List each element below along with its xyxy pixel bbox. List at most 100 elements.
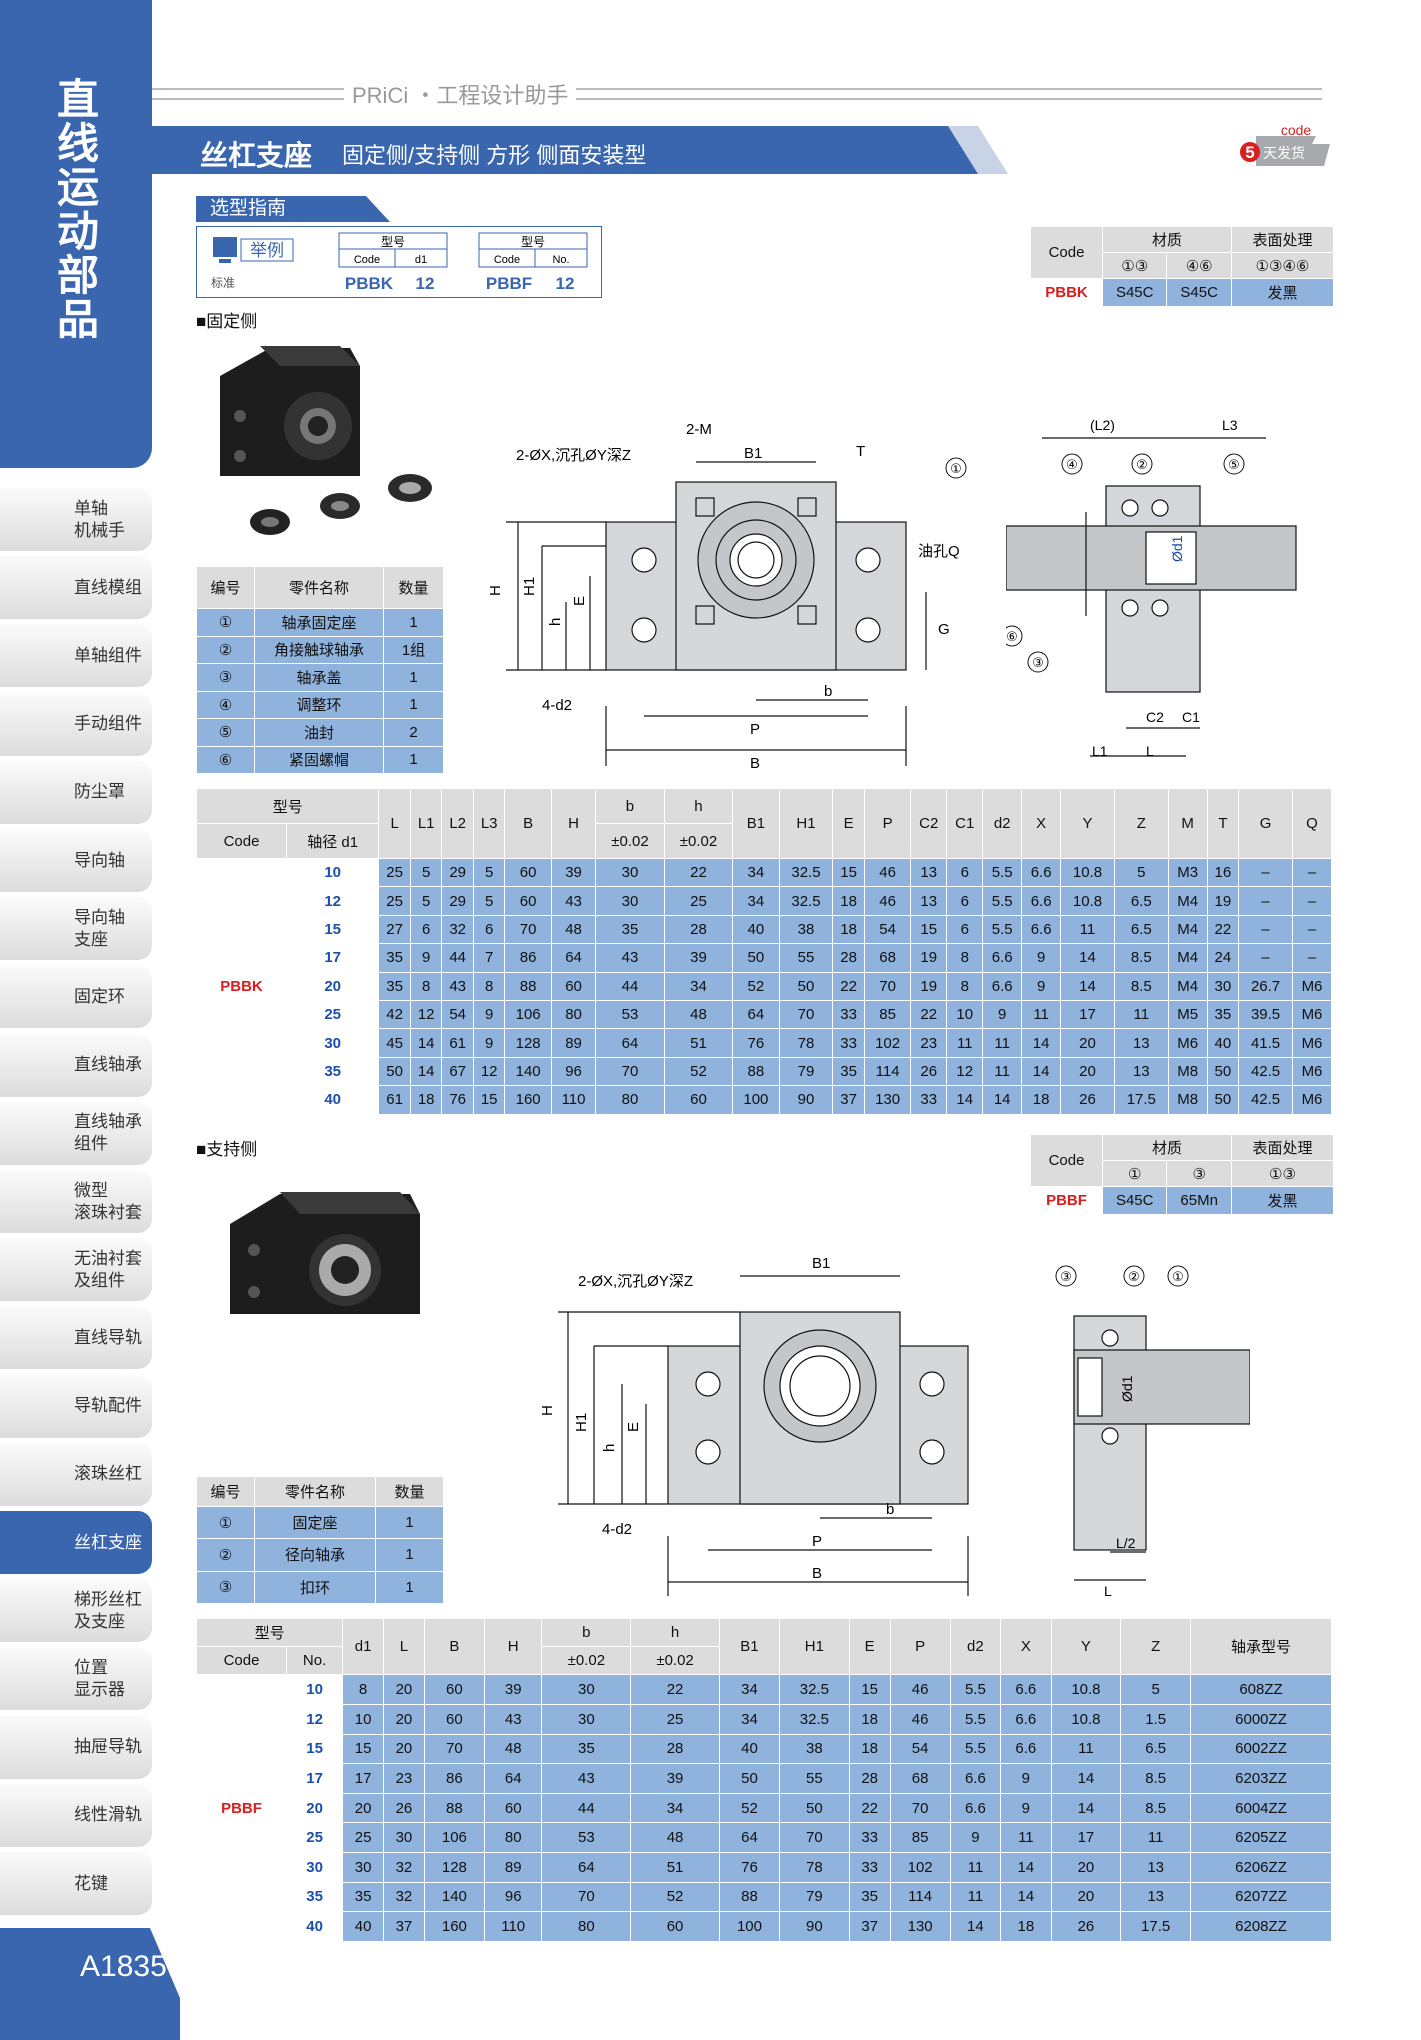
sidebar-item[interactable]: 丝杠支座 — [0, 1511, 152, 1574]
sidebar-item[interactable]: 花键 — [0, 1852, 152, 1915]
spec-cell: 26 — [1060, 1085, 1115, 1115]
sidebar-item[interactable]: 固定环 — [0, 965, 152, 1029]
spec-cell: 19 — [910, 943, 948, 973]
spec-cell: 6.6 — [1000, 1733, 1052, 1765]
spec-cell: 27 — [378, 914, 411, 945]
spec-cell: 96 — [550, 1056, 597, 1087]
sidebar-item[interactable]: 微型 滚珠衬套 — [0, 1170, 152, 1233]
spec-cell: 70 — [863, 971, 912, 1001]
spec-cell: 79 — [778, 1056, 834, 1087]
svg-text:No.: No. — [552, 254, 569, 266]
spec-cell: 33 — [910, 1085, 948, 1115]
spec-cell: 90 — [779, 1911, 850, 1942]
spec-cell: 45 — [378, 1028, 411, 1058]
spec-cell: 43 — [595, 943, 665, 973]
sidebar-item[interactable]: 位置 显示器 — [0, 1647, 152, 1711]
spec-cell: 30 — [342, 1852, 385, 1883]
svg-text:h: h — [547, 618, 564, 626]
spec-cell: d2 — [949, 1617, 1002, 1676]
sidebar-item[interactable]: 滚珠丝杠 — [0, 1442, 152, 1506]
spec-cell: 33 — [832, 999, 865, 1030]
spec-cell: 90 — [778, 1085, 834, 1115]
spec-cell: 10 — [342, 1703, 385, 1735]
svg-text:H1: H1 — [521, 577, 538, 596]
sidebar-item[interactable]: 梯形丝杠 及支座 — [0, 1579, 152, 1643]
spec-cell: 10.8 — [1050, 1703, 1122, 1735]
sidebar-item[interactable]: 单轴组件 — [0, 624, 152, 688]
spec-cell: 5.5 — [982, 857, 1023, 888]
sidebar-item[interactable]: 导向轴 支座 — [0, 897, 152, 961]
svg-text:Code: Code — [354, 254, 380, 266]
spec-cell: 102 — [889, 1852, 951, 1883]
sidebar-item[interactable]: 导向轴 — [0, 829, 152, 892]
sidebar-item[interactable]: 直线轴承 组件 — [0, 1101, 152, 1165]
sidebar-item[interactable]: 直线导轨 — [0, 1306, 152, 1370]
spec-cell: M — [1167, 788, 1208, 859]
spec-cell: 18 — [1021, 1085, 1062, 1115]
spec-cell: 60 — [504, 857, 552, 888]
spec-cell: 20 — [285, 971, 380, 1001]
spec-cell: 160 — [504, 1085, 552, 1115]
spec-cell: 54 — [889, 1733, 951, 1765]
spec-cell: 70 — [423, 1733, 485, 1765]
spec-cell: 35 — [1206, 999, 1240, 1030]
svg-text:型号: 型号 — [381, 235, 405, 249]
spec-cell: 46 — [889, 1703, 951, 1735]
spec-cell: 40 — [732, 914, 780, 945]
spec-cell: 10 — [285, 1674, 344, 1705]
spec-cell: 20 — [383, 1733, 425, 1765]
spec-cell: 13 — [1120, 1852, 1192, 1883]
sidebar-item[interactable]: 单轴 机械手 — [0, 488, 152, 551]
spec-cell: Code — [196, 823, 287, 859]
svg-text:(L2): (L2) — [1090, 417, 1115, 433]
sidebar-item[interactable]: 防尘罩 — [0, 760, 152, 824]
spec-cell: M6 — [1291, 1056, 1333, 1087]
spec-cell: 102 — [863, 1028, 912, 1058]
spec-cell: 54 — [863, 914, 912, 945]
spec-cell: 53 — [595, 999, 665, 1030]
svg-text:H: H — [539, 1405, 556, 1416]
sidebar-item[interactable]: 直线轴承 — [0, 1033, 152, 1097]
spec-cell: 14 — [1060, 971, 1115, 1001]
spec-cell: H — [550, 788, 597, 859]
part-cell: 1 — [383, 608, 444, 637]
spec-cell: 8.5 — [1113, 943, 1169, 973]
spec-cell: 12 — [946, 1056, 984, 1087]
spec-cell: 50 — [378, 1056, 411, 1087]
spec-cell: 9 — [472, 999, 506, 1030]
svg-text:天发货: 天发货 — [1263, 145, 1305, 161]
svg-text:举例: 举例 — [250, 241, 284, 260]
spec-cell: 18 — [848, 1733, 891, 1765]
spec-cell: – — [1291, 857, 1333, 888]
spec-cell: 39.5 — [1238, 999, 1293, 1030]
svg-text:Ød1: Ød1 — [1119, 1375, 1135, 1402]
spec-cell: 51 — [630, 1852, 720, 1883]
spec-cell: 34 — [718, 1674, 781, 1705]
page-subtitle: 固定侧/支持侧 方形 侧面安装型 — [342, 143, 647, 168]
spec-cell: 15 — [342, 1733, 385, 1765]
spec-cell: 39 — [663, 943, 734, 973]
spec-cell: 10.8 — [1060, 886, 1115, 916]
spec-cell: 10 — [285, 857, 380, 888]
svg-text:b: b — [886, 1501, 894, 1518]
sidebar-item[interactable]: 直线模组 — [0, 556, 152, 620]
svg-text:④: ④ — [1066, 457, 1078, 472]
spec-cell: 160 — [423, 1911, 485, 1942]
category-title-char: 运 — [56, 164, 100, 211]
spec-cell: 5 — [1120, 1674, 1192, 1705]
spec-cell: 5 — [409, 886, 443, 916]
sidebar-item[interactable]: 无油衬套 及组件 — [0, 1238, 152, 1302]
spec-cell: – — [1291, 943, 1333, 973]
spec-cell: C2 — [910, 788, 948, 859]
spec-cell: 140 — [423, 1881, 485, 1913]
sidebar-item[interactable]: 抽屉导轨 — [0, 1715, 152, 1779]
sidebar-item[interactable]: 手动组件 — [0, 692, 152, 756]
spec-cell: 46 — [889, 1674, 951, 1705]
svg-text:L/2: L/2 — [1116, 1535, 1136, 1551]
spec-cell: 53 — [541, 1822, 632, 1853]
sidebar-item[interactable]: 导轨配件 — [0, 1374, 152, 1438]
spec-cell: 13 — [910, 886, 948, 916]
sidebar-item[interactable]: 线性滑轨 — [0, 1783, 152, 1847]
spec-cell: 7 — [472, 943, 506, 973]
